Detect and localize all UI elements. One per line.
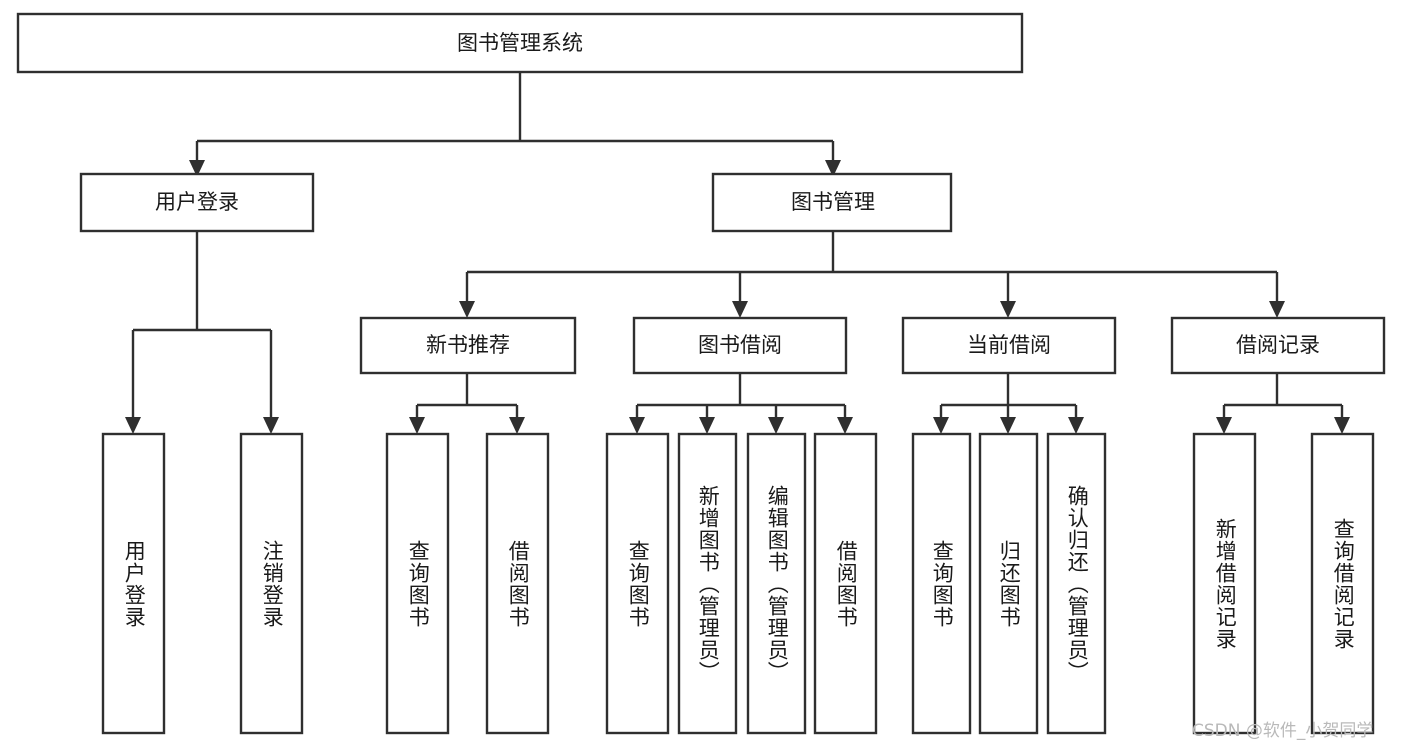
leaf-user-login-box[interactable] — [101, 432, 166, 735]
node-borrow-record-box[interactable] — [1170, 316, 1386, 375]
node-borrow-record[interactable]: 借阅记录 — [1170, 316, 1386, 375]
connector-root-to-level2 — [195, 72, 835, 160]
node-user-login-label: 用户登录 — [155, 190, 239, 214]
arrowhead-to-leaf-edit-book — [768, 417, 784, 434]
arrowhead-to-book-borrow — [732, 301, 748, 318]
node-book-borrow-label: 图书借阅 — [698, 333, 782, 357]
node-new-book-rec-box[interactable] — [359, 316, 577, 375]
node-user-login-box[interactable] — [79, 172, 315, 233]
leaf-query-book-3-box[interactable] — [911, 432, 972, 735]
arrowhead-to-book-manage — [825, 160, 841, 177]
leaf-user-logout-box[interactable] — [239, 432, 304, 735]
leaf-return-book-box[interactable] — [978, 432, 1039, 735]
leaf-query-book-1-box[interactable] — [385, 432, 450, 735]
leaf-add-record-box[interactable] — [1192, 432, 1257, 735]
node-book-borrow-box[interactable] — [632, 316, 848, 375]
leaf-query-book-2-box[interactable] — [605, 432, 670, 735]
leaf-confirm-return-box[interactable] — [1046, 432, 1107, 735]
node-borrow-record-label: 借阅记录 — [1236, 333, 1320, 357]
node-book-manage[interactable]: 图书管理 — [711, 172, 953, 233]
arrowhead-to-new-book-rec — [459, 301, 475, 318]
leaf-borrow-book-1-box[interactable] — [485, 432, 550, 735]
arrowhead-to-leaf-borrow-book-1 — [509, 417, 525, 434]
leaf-borrow-book-2-box[interactable] — [813, 432, 878, 735]
connector-user-login-to-leaves — [131, 231, 273, 417]
node-book-manage-label: 图书管理 — [791, 190, 875, 214]
connector-new-book-rec-to-leaves — [415, 373, 519, 417]
arrowhead-to-leaf-query-book-1 — [409, 417, 425, 434]
arrowhead-to-leaf-add-book — [699, 417, 715, 434]
arrowhead-to-leaf-add-record — [1216, 417, 1232, 434]
arrowhead-to-leaf-query-record — [1334, 417, 1350, 434]
node-current-borrow[interactable]: 当前借阅 — [901, 316, 1117, 375]
connector-book-manage-to-level3 — [465, 231, 1279, 301]
arrowhead-to-user-login — [189, 160, 205, 177]
arrowhead-to-leaf-confirm-return — [1068, 417, 1084, 434]
node-current-borrow-label: 当前借阅 — [967, 333, 1051, 357]
node-root-label: 图书管理系统 — [457, 31, 583, 55]
node-new-book-rec[interactable]: 新书推荐 — [359, 316, 577, 375]
arrowhead-to-current-borrow — [1000, 301, 1016, 318]
node-current-borrow-box[interactable] — [901, 316, 1117, 375]
arrowhead-to-leaf-query-book-2 — [629, 417, 645, 434]
node-user-login[interactable]: 用户登录 — [79, 172, 315, 233]
node-book-borrow[interactable]: 图书借阅 — [632, 316, 848, 375]
node-root-box[interactable] — [16, 12, 1024, 74]
arrowhead-to-leaf-return-book — [1000, 417, 1016, 434]
node-new-book-rec-label: 新书推荐 — [426, 333, 510, 357]
connector-layer — [125, 72, 1350, 434]
arrowhead-to-borrow-record — [1269, 301, 1285, 318]
connector-current-borrow-to-leaves — [939, 373, 1078, 417]
arrowhead-to-leaf-query-book-3 — [933, 417, 949, 434]
arrowhead-to-leaf-user-logout — [263, 417, 279, 434]
leaf-box-layer — [101, 432, 1375, 735]
connector-book-borrow-to-leaves — [635, 373, 847, 417]
arrowhead-to-leaf-user-login — [125, 417, 141, 434]
node-root[interactable]: 图书管理系统 — [16, 12, 1024, 74]
leaf-add-book-box[interactable] — [677, 432, 738, 735]
arrowhead-to-leaf-borrow-book-2 — [837, 417, 853, 434]
leaf-query-record-box[interactable] — [1310, 432, 1375, 735]
connector-borrow-record-to-leaves — [1222, 373, 1344, 417]
leaf-edit-book-box[interactable] — [746, 432, 807, 735]
csdn-watermark: CSDN @软件_小贺同学 — [1192, 721, 1374, 741]
node-book-manage-box[interactable] — [711, 172, 953, 233]
